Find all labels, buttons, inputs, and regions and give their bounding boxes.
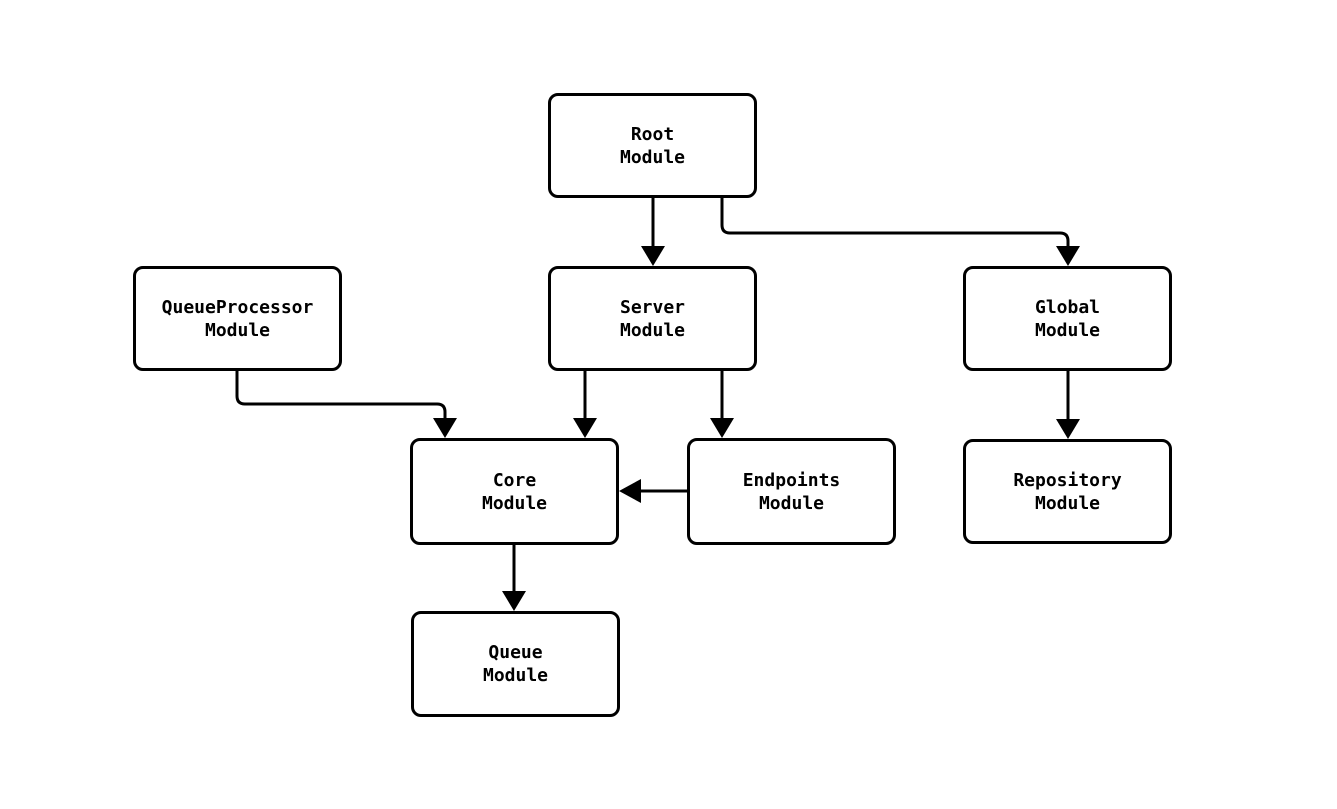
node-title: Repository (1013, 469, 1122, 491)
node-queue-module-label: Queue Module (483, 641, 548, 687)
node-server-module: Server Module (548, 266, 757, 371)
node-subtitle: Module (481, 492, 548, 514)
arrowhead-core-to-queue (502, 591, 526, 611)
node-endpoints-module: Endpoints Module (687, 438, 896, 545)
node-root-module: Root Module (548, 93, 757, 198)
node-queue-module: Queue Module (411, 611, 620, 717)
node-global-module-label: Global Module (1035, 296, 1100, 342)
arrowhead-server-to-core (573, 418, 597, 438)
node-repository-module: Repository Module (963, 439, 1172, 544)
node-subtitle: Module (619, 146, 686, 168)
node-subtitle: Module (619, 319, 686, 341)
node-subtitle: Module (758, 492, 824, 514)
node-root-module-label: Root Module (620, 123, 685, 169)
node-title: QueueProcessor (161, 296, 314, 318)
arrowhead-global-to-repository (1056, 419, 1080, 439)
node-subtitle: Module (1034, 319, 1101, 341)
node-core-module: Core Module (410, 438, 619, 545)
node-subtitle: Module (1034, 492, 1101, 514)
node-queueprocessor-module-label: QueueProcessor Module (162, 296, 314, 342)
node-server-module-label: Server Module (620, 296, 685, 342)
node-title: Core (492, 469, 537, 491)
node-global-module: Global Module (963, 266, 1172, 371)
node-title: Root (630, 123, 675, 145)
node-repository-module-label: Repository Module (1013, 469, 1121, 515)
node-subtitle: Module (482, 665, 549, 686)
node-title: Endpoints (742, 469, 841, 491)
node-title: Queue (488, 642, 543, 663)
edge-root-to-global (720, 197, 1070, 248)
arrowhead-queueprocessor-to-core (433, 418, 457, 438)
arrowhead-root-to-global (1056, 246, 1080, 266)
arrowhead-server-to-endpoints (710, 418, 734, 438)
node-title: Global (1034, 296, 1101, 318)
arrowhead-root-to-server (641, 246, 665, 266)
node-core-module-label: Core Module (482, 469, 547, 515)
node-queueprocessor-module: QueueProcessor Module (133, 266, 342, 371)
node-endpoints-module-label: Endpoints Module (743, 469, 841, 515)
arrowhead-endpoints-to-core (619, 479, 641, 503)
node-title: Server (619, 296, 686, 318)
edge-queueprocessor-to-core (235, 370, 447, 420)
node-subtitle: Module (204, 319, 271, 341)
